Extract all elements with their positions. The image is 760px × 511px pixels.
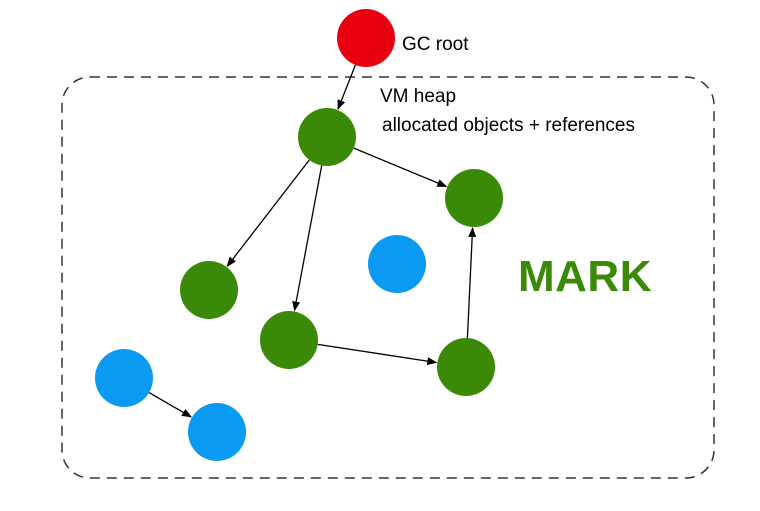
unmarked-object-node-g [95, 349, 153, 407]
reference-arrow-a-to-b [353, 147, 448, 188]
marked-object-node-d [260, 311, 318, 369]
reference-arrow-e-to-b [466, 227, 477, 339]
reference-arrow-d-to-e [317, 343, 438, 366]
reference-arrow-a-to-c [226, 159, 310, 267]
reference-arrow-a-to-d [292, 165, 323, 312]
mark-phase-label: MARK [518, 252, 652, 301]
marked-object-node-c [180, 261, 238, 319]
vm-heap-description: allocated objects + references [382, 115, 635, 136]
vm-heap-boundary [61, 76, 715, 479]
heap-objects [95, 9, 503, 461]
unmarked-object-node-h [188, 403, 246, 461]
gc-root-label: GC root [402, 34, 469, 55]
marked-object-node-e [437, 338, 495, 396]
unmarked-object-node-f [368, 235, 426, 293]
gc-root-node [337, 9, 395, 67]
vm-heap-title: VM heap [380, 86, 457, 107]
reference-arrow-root-to-a [337, 64, 357, 111]
marked-object-node-b [445, 169, 503, 227]
reference-edges [148, 64, 477, 418]
reference-arrow-g-to-h [148, 392, 192, 418]
marked-object-node-a [298, 108, 356, 166]
